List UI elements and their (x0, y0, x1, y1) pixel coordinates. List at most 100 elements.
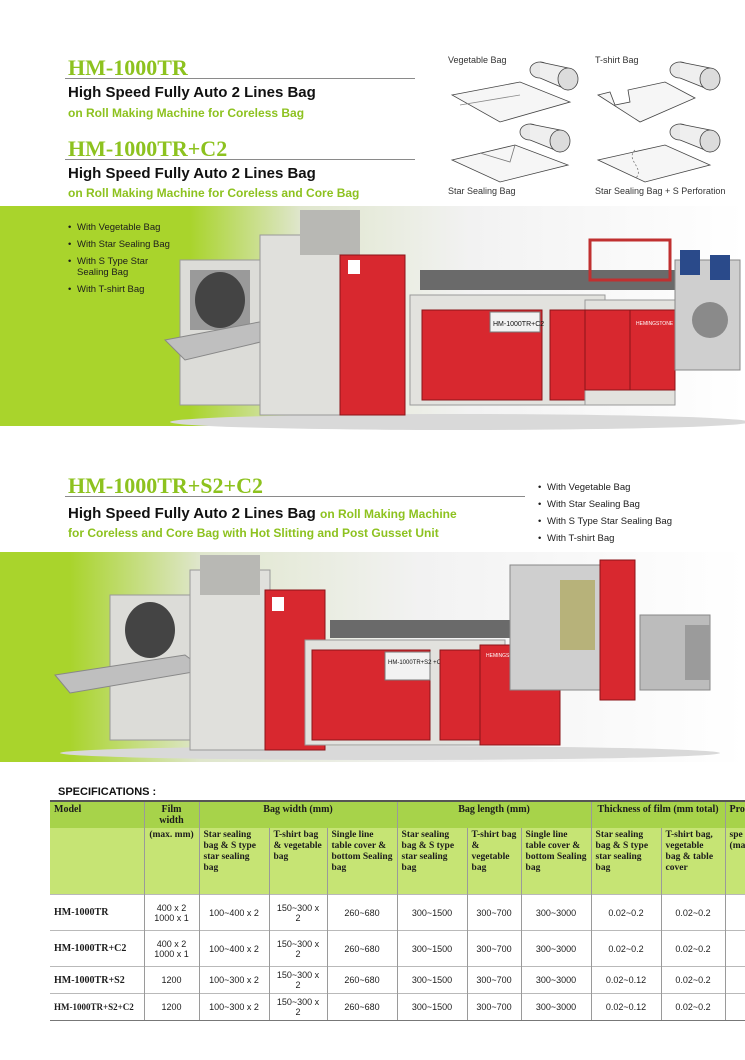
table-cell: 260~680 (326, 993, 398, 1021)
machine-label-plate (489, 311, 541, 333)
table-cell: 300~3000 (520, 930, 592, 967)
table-cell: 300~3000 (520, 966, 592, 994)
table-cell (724, 966, 745, 994)
table-cell: 100~400 x 2 (198, 930, 269, 967)
feature-item: With S Type Star Sealing Bag (68, 256, 172, 278)
table-row: HM-1000TR+S2 1200 100~300 x 2 150~300 x … (50, 966, 745, 994)
feature-item: With Star Sealing Bag (538, 499, 738, 510)
col-thickness: Thickness of film (mm total) (590, 800, 726, 828)
row-model: HM-1000TR+C2 (50, 930, 144, 967)
product1-line1: High Speed Fully Auto 2 Lines Bag (68, 84, 316, 101)
title-rule (65, 159, 415, 160)
row-model: HM-1000TR+S2+C2 (50, 993, 144, 1021)
table-cell: 150~300 x 2 (268, 966, 327, 994)
subheader-cell: Star sealing bag & S type star sealing b… (396, 828, 468, 895)
product2-line1: High Speed Fully Auto 2 Lines Bag (68, 165, 316, 182)
subheader-cell: Star sealing bag & S type star sealing b… (590, 828, 662, 895)
table-cell (724, 993, 745, 1021)
table-cell: 260~680 (326, 930, 398, 967)
table-cell: 300~3000 (520, 894, 592, 931)
table-cell: 300~1500 (396, 894, 468, 931)
feature-item: With S Type Star Sealing Bag (538, 516, 738, 527)
table-cell: 0.02~0.2 (660, 894, 726, 931)
table-cell: 0.02~0.12 (590, 966, 662, 994)
spec-subheader-row: (max. mm) Star sealing bag & S type star… (50, 828, 745, 895)
table-cell: 260~680 (326, 894, 398, 931)
table-cell: 0.02~0.12 (590, 993, 662, 1021)
machine-label-text: HM-1000TR+C2 (493, 321, 544, 328)
table-cell: 150~300 x 2 (268, 930, 327, 967)
row-model: HM-1000TR+S2 (50, 966, 144, 994)
product2-line2: on Roll Making Machine for Coreless and … (68, 186, 360, 200)
bag-caption-vegetable: Vegetable Bag (448, 55, 507, 65)
table-cell (724, 930, 745, 967)
row-model: HM-1000TR (50, 894, 144, 931)
machine-image-hm1000tr-s2-c2: HM-1000TR+S2 +C2 HEMINGSTONE (54, 555, 720, 760)
table-cell: 0.02~0.2 (660, 993, 726, 1021)
row-film-width: 1200 (143, 993, 199, 1021)
table-cell (724, 894, 745, 931)
table-cell: 100~300 x 2 (198, 966, 269, 994)
row-film-width: 1200 (143, 966, 199, 994)
product1-line2: on Roll Making Machine for Coreless Bag (68, 106, 305, 120)
subheader-blank (50, 828, 144, 895)
machine-brand-text: HEMINGSTONE (486, 653, 524, 659)
machine-image-hm1000tr-c2: HM-1000TR+C2 HEMINGSTONE (163, 210, 745, 430)
table-cell: 260~680 (326, 966, 398, 994)
bag-caption-star: Star Sealing Bag (448, 186, 516, 196)
machine-brand-text: HEMINGSTONE (636, 321, 674, 327)
col-bag-width: Bag width (mm) (198, 800, 398, 828)
table-cell: 0.02~0.2 (660, 966, 726, 994)
feature-list-1: With Vegetable Bag With Star Sealing Bag… (68, 222, 188, 301)
specifications-title: SPECIFICATIONS : (58, 786, 157, 798)
bag-types-illustration: Vegetable Bag T-shirt Bag Star Sealing B… (440, 50, 740, 200)
col-model: Model (50, 800, 144, 828)
col-bag-length: Bag length (mm) (396, 800, 592, 828)
table-cell: 300~1500 (396, 993, 468, 1021)
bag-rolls-drawing (450, 61, 721, 183)
model-title-hm1000tr-c2: HM-1000TR+C2 (68, 136, 228, 161)
subheader-cell: Single line table cover & bottom Sealing… (520, 828, 592, 895)
table-cell: 150~300 x 2 (268, 993, 327, 1021)
subheader-cell: spe (cy (ma (724, 828, 745, 895)
spec-header-row: Model Film width Bag width (mm) Bag leng… (50, 800, 745, 828)
table-cell: 0.02~0.2 (590, 894, 662, 931)
table-cell: 100~400 x 2 (198, 894, 269, 931)
title-rule (65, 78, 415, 79)
table-cell: 300~1500 (396, 930, 468, 967)
subheader-film-unit: (max. mm) (143, 828, 199, 895)
product3-line2: for Coreless and Core Bag with Hot Slitt… (68, 526, 439, 540)
table-cell: 0.02~0.2 (660, 930, 726, 967)
model-title-hm1000tr: HM-1000TR (68, 55, 188, 80)
subheader-cell: T-shirt bag & vegetable bag (466, 828, 522, 895)
table-cell: 300~700 (466, 930, 522, 967)
table-cell: 300~700 (466, 993, 522, 1021)
feature-item: With Vegetable Bag (538, 482, 738, 493)
table-cell: 0.02~0.2 (590, 930, 662, 967)
title-rule (65, 496, 525, 497)
subheader-cell: T-shirt bag & vegetable bag (268, 828, 327, 895)
table-cell: 300~700 (466, 894, 522, 931)
model-title-hm1000tr-s2-c2: HM-1000TR+S2+C2 (68, 473, 263, 498)
feature-item: With T-shirt Bag (538, 533, 738, 544)
bag-caption-tshirt: T-shirt Bag (595, 55, 639, 65)
subheader-cell: Star sealing bag & S type star sealing b… (198, 828, 269, 895)
table-cell: 150~300 x 2 (268, 894, 327, 931)
specifications-table: Model Film width Bag width (mm) Bag leng… (50, 800, 745, 1021)
table-cell: 300~1500 (396, 966, 468, 994)
subheader-cell: Single line table cover & bottom Sealing… (326, 828, 398, 895)
subheader-cell: T-shirt bag, vegetable bag & table cover (660, 828, 726, 895)
table-cell: 100~300 x 2 (198, 993, 269, 1021)
table-row: HM-1000TR+S2+C2 1200 100~300 x 2 150~300… (50, 993, 745, 1021)
machine-label-text: HM-1000TR+S2 +C2 (388, 660, 445, 666)
feature-list-2: With Vegetable Bag With Star Sealing Bag… (538, 482, 738, 550)
bag-caption-star-s: Star Sealing Bag + S Perforation (595, 186, 726, 196)
col-production: Pro (724, 800, 745, 828)
feature-item: With Star Sealing Bag (68, 239, 188, 250)
feature-item: With Vegetable Bag (68, 222, 188, 233)
col-film-width: Film width (143, 800, 199, 828)
